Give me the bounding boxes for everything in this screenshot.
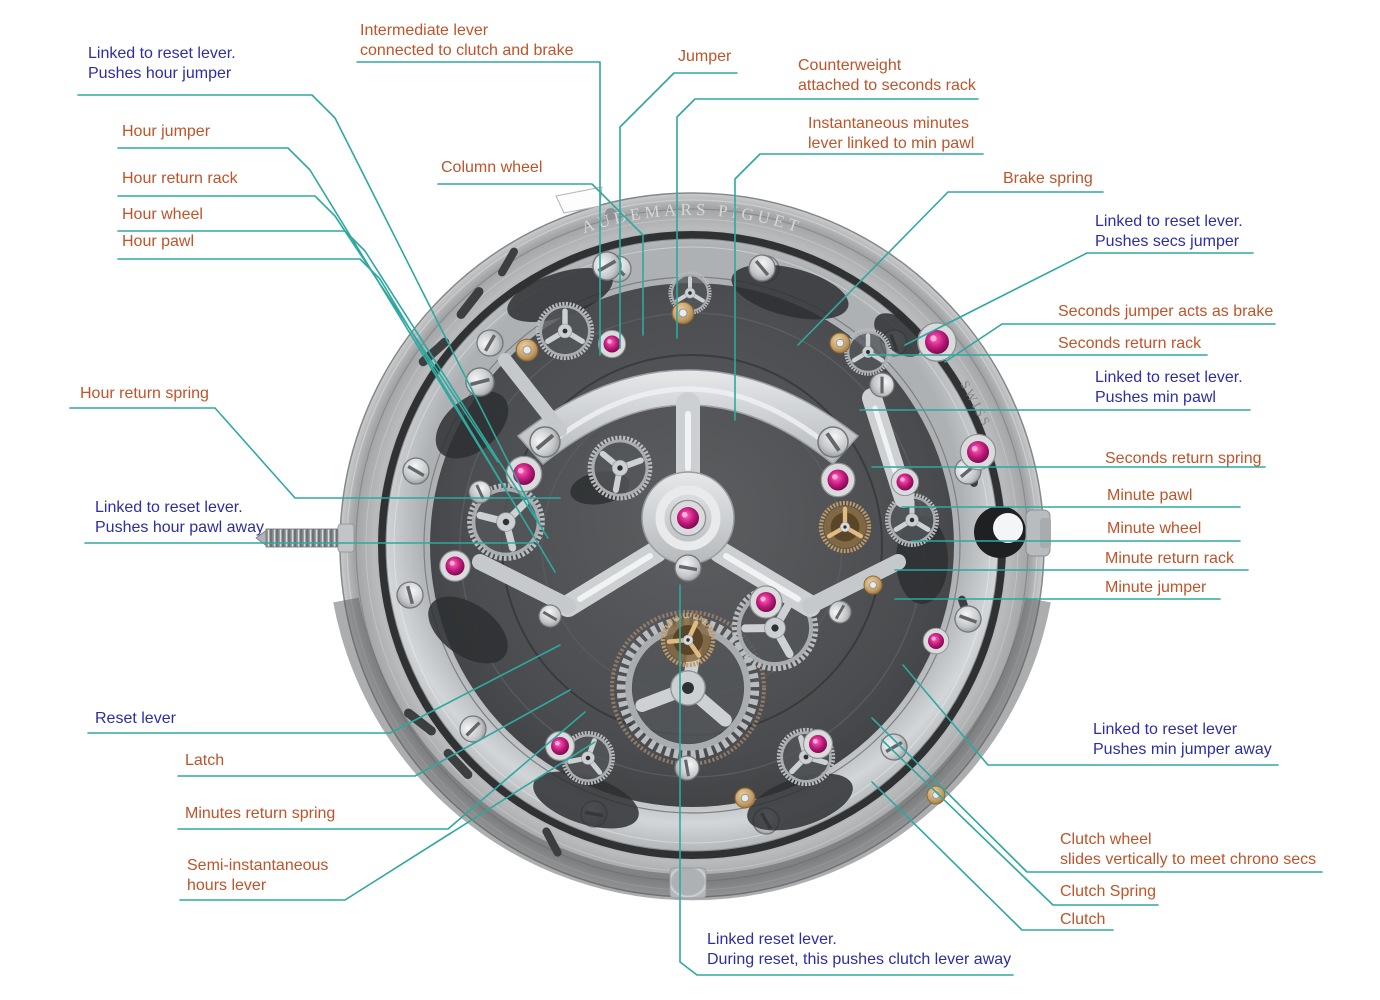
label-reset-lever: Reset lever — [95, 710, 176, 727]
leader-clutch-spring — [881, 739, 1159, 906]
leader-column-wheel — [437, 183, 644, 336]
label-minute-wheel: Minute wheel — [1107, 520, 1202, 537]
leader-semi-instantaneous-hours-lever — [179, 741, 596, 901]
label-seconds-return-rack: Seconds return rack — [1058, 335, 1202, 352]
label-clutch: Clutch — [1060, 911, 1106, 928]
label-hour-return-spring: Hour return spring — [80, 385, 209, 402]
leader-hour-wheel — [117, 230, 549, 539]
label-hour-wheel: Hour wheel — [122, 206, 203, 223]
leader-lines — [69, 61, 1323, 976]
case-screw-rod — [255, 523, 355, 553]
label-hour-pawl: Hour pawl — [122, 233, 195, 250]
label-minute-pawl: Minute pawl — [1107, 487, 1193, 504]
leader-hour-pawl — [117, 258, 556, 573]
label-latch: Latch — [185, 752, 225, 769]
label-minute-jumper: Minute jumper — [1105, 579, 1207, 596]
leader-reset-lever — [87, 644, 561, 734]
label-instantaneous-minutes-lever: Instantaneous minutes lever linked to mi… — [808, 115, 975, 152]
leader-reset-pushes-secs-jumper — [904, 252, 1254, 346]
case-bottom-tab — [669, 867, 707, 899]
leader-brake-spring — [797, 191, 1104, 346]
leader-hour-return-spring — [69, 407, 561, 499]
leader-clutch-wheel — [871, 717, 1323, 873]
label-counterweight: Counterweight attached to seconds rack — [798, 57, 976, 94]
label-reset-pushes-secs-jumper: Linked to reset lever. Pushes secs jumpe… — [1095, 213, 1243, 250]
leader-instantaneous-minutes-lever — [734, 153, 984, 421]
label-column-wheel: Column wheel — [441, 159, 543, 176]
label-clutch-wheel: Clutch wheel slides vertically to meet c… — [1060, 831, 1317, 868]
leader-minutes-return-spring — [177, 711, 586, 830]
watch-movement-illustration: AUDEMARS PIGUET SWISS — [255, 186, 1051, 901]
label-hour-return-rack: Hour return rack — [122, 170, 238, 187]
label-brake-spring: Brake spring — [1003, 170, 1093, 187]
leader-reset-pushes-min-jumper — [902, 664, 1279, 766]
leader-reset-pushes-hour-jumper — [77, 94, 541, 526]
label-hour-jumper: Hour jumper — [122, 123, 211, 140]
label-jumper: Jumper — [678, 48, 732, 65]
label-seconds-return-spring: Seconds return spring — [1105, 450, 1262, 467]
label-reset-pushes-hour-pawl: Linked to reset lever. Pushes hour pawl … — [95, 499, 264, 536]
label-intermediate-lever: Intermediate lever connected to clutch a… — [360, 22, 574, 59]
label-minute-return-rack: Minute return rack — [1105, 550, 1234, 567]
label-clutch-spring: Clutch Spring — [1060, 883, 1157, 900]
leader-jumper — [619, 72, 738, 349]
leader-hour-jumper — [117, 147, 516, 506]
leader-counterweight — [676, 98, 979, 339]
minute-wheel-pocket — [974, 506, 1051, 558]
label-seconds-jumper-brake: Seconds jumper acts as brake — [1058, 303, 1274, 320]
leader-seconds-jumper-brake — [944, 323, 1276, 363]
label-reset-pushes-min-pawl: Linked to reset lever. Pushes min pawl — [1095, 369, 1243, 406]
leader-intermediate-lever — [356, 61, 601, 356]
label-reset-pushes-hour-jumper: Linked to reset lever. Pushes hour jumpe… — [88, 45, 236, 82]
label-linked-reset-clutch-lever: Linked reset lever. During reset, this p… — [707, 931, 1012, 968]
label-reset-pushes-min-jumper: Linked to reset lever Pushes min jumper … — [1093, 721, 1272, 758]
leader-latch — [177, 689, 571, 777]
label-minutes-return-spring: Minutes return spring — [185, 805, 336, 822]
leader-linked-reset-clutch-lever — [679, 584, 1014, 976]
leader-clutch — [871, 781, 1114, 931]
label-semi-instantaneous-hours-lever: Semi-instantaneous hours lever — [187, 857, 329, 894]
